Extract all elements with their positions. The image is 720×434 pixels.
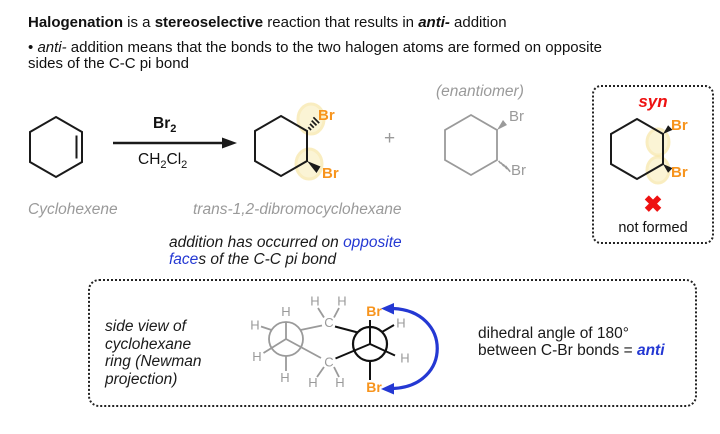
side-label-line4: projection)	[105, 370, 178, 388]
h-label: H	[308, 375, 317, 390]
bullet-text: addition means that the bonds to the two…	[66, 39, 602, 56]
br-label: Br	[322, 165, 339, 182]
solvent-cl: Cl	[166, 151, 182, 168]
anti-note-line1: addition has occurred on opposite	[169, 234, 402, 252]
syn-box: syn Br Br ✖ not formed	[592, 85, 714, 244]
product-structure: Br Br	[254, 102, 339, 182]
newman-box: side view of cyclohexane ring (Newman pr…	[88, 279, 697, 407]
reactant-label: Cyclohexene	[28, 201, 118, 218]
title-bold-stereoselective: stereoselective	[154, 14, 264, 31]
newman-br-atoms: Br Br	[366, 303, 382, 395]
title-text-3: addition	[449, 14, 507, 31]
anti-note-face: face	[169, 250, 199, 268]
br-label: Br	[671, 164, 688, 181]
anti-note: addition has occurred on opposite faces …	[169, 234, 402, 269]
anti-note-opposite: opposite	[343, 234, 402, 251]
br-label: Br	[366, 379, 382, 395]
enantiomer-structure: Br Br	[444, 108, 526, 179]
dihedral-line2: between C-Br bonds = anti	[478, 342, 665, 359]
highlight-glow	[645, 127, 671, 185]
bullet-line: • anti- addition means that the bonds to…	[28, 39, 602, 56]
anti-note-line2: faces of the C-C pi bond	[169, 250, 402, 269]
dihedral-text: between C-Br bonds =	[478, 342, 637, 359]
bullet-icon: •	[28, 39, 34, 56]
title-text: is a	[123, 14, 155, 31]
solvent-ch: CH	[138, 151, 161, 168]
solid-wedge-bond	[307, 161, 321, 173]
newman-projection: H H H H H H H H C C H H	[250, 294, 439, 395]
anti-note-text: addition has occurred on	[169, 234, 344, 251]
solvent-sub1: 2	[160, 159, 167, 172]
syn-label: syn	[638, 92, 668, 111]
solvent-label: CH2Cl2	[138, 151, 187, 171]
reagent-sub: 2	[170, 123, 177, 136]
br-label: Br	[671, 117, 688, 134]
hashed-wedge-bond	[307, 116, 320, 131]
solvent-sub2: 2	[181, 159, 188, 172]
side-label-line1: side view of	[105, 318, 186, 335]
c-label: C	[324, 315, 333, 330]
br-label: Br	[366, 303, 382, 319]
curved-arrow-icon	[381, 303, 439, 395]
side-label-line3: ring (Newman	[105, 353, 202, 370]
title-text-2: reaction that results in	[263, 14, 419, 31]
br-label: Br	[318, 107, 335, 124]
anti-note-text-2: s of the C-C pi bond	[198, 250, 337, 268]
h-label: H	[337, 294, 346, 309]
hashed-wedge-bond	[497, 160, 511, 173]
h-label: H	[396, 316, 405, 331]
cross-icon: ✖	[643, 191, 663, 217]
enantiomer-label: (enantiomer)	[436, 83, 524, 100]
not-formed-label: not formed	[618, 220, 688, 236]
h-label: H	[280, 370, 289, 385]
dihedral-line1: dihedral angle of 180°	[478, 325, 629, 342]
title-anti: anti-	[418, 14, 450, 31]
solid-wedge-bond	[663, 125, 673, 134]
plus-sign: +	[384, 128, 396, 149]
reagent-br: Br	[153, 115, 171, 132]
newman-back-carbons	[260, 307, 340, 378]
solid-wedge-bond	[497, 120, 507, 130]
newman-gray-atoms: H H H H H H H H C C H H	[250, 294, 409, 391]
title-bold-halogenation: Halogenation	[28, 14, 124, 31]
h-label: H	[281, 304, 290, 319]
side-label-line2: cyclohexane	[105, 335, 192, 353]
highlight-glow	[294, 102, 326, 181]
newman-front-carbons	[334, 320, 396, 380]
solid-wedge-bond	[663, 164, 673, 173]
c-label: C	[324, 355, 333, 370]
h-label: H	[310, 294, 319, 309]
h-label: H	[335, 375, 344, 390]
newman-side-label: side view of cyclohexane ring (Newman pr…	[105, 318, 201, 388]
title-line: Halogenation is a stereoselective reacti…	[28, 14, 507, 31]
product-label: trans-1,2-dibromocyclohexane	[193, 201, 402, 218]
reagent-label: Br2	[153, 115, 176, 135]
h-label: H	[400, 351, 409, 366]
bullet-anti: anti-	[37, 39, 67, 56]
h-label: H	[250, 318, 259, 333]
h-label: H	[252, 349, 261, 364]
br-label: Br	[511, 162, 526, 179]
syn-structure: Br Br	[610, 117, 688, 185]
dihedral-note: dihedral angle of 180° between C-Br bond…	[478, 325, 665, 359]
dihedral-anti: anti	[636, 342, 665, 359]
bullet-line-wrap: sides of the C-C pi bond	[28, 55, 189, 72]
br-label: Br	[509, 108, 524, 125]
reaction-arrow-icon	[113, 137, 237, 149]
cyclohexene-structure	[29, 115, 83, 179]
